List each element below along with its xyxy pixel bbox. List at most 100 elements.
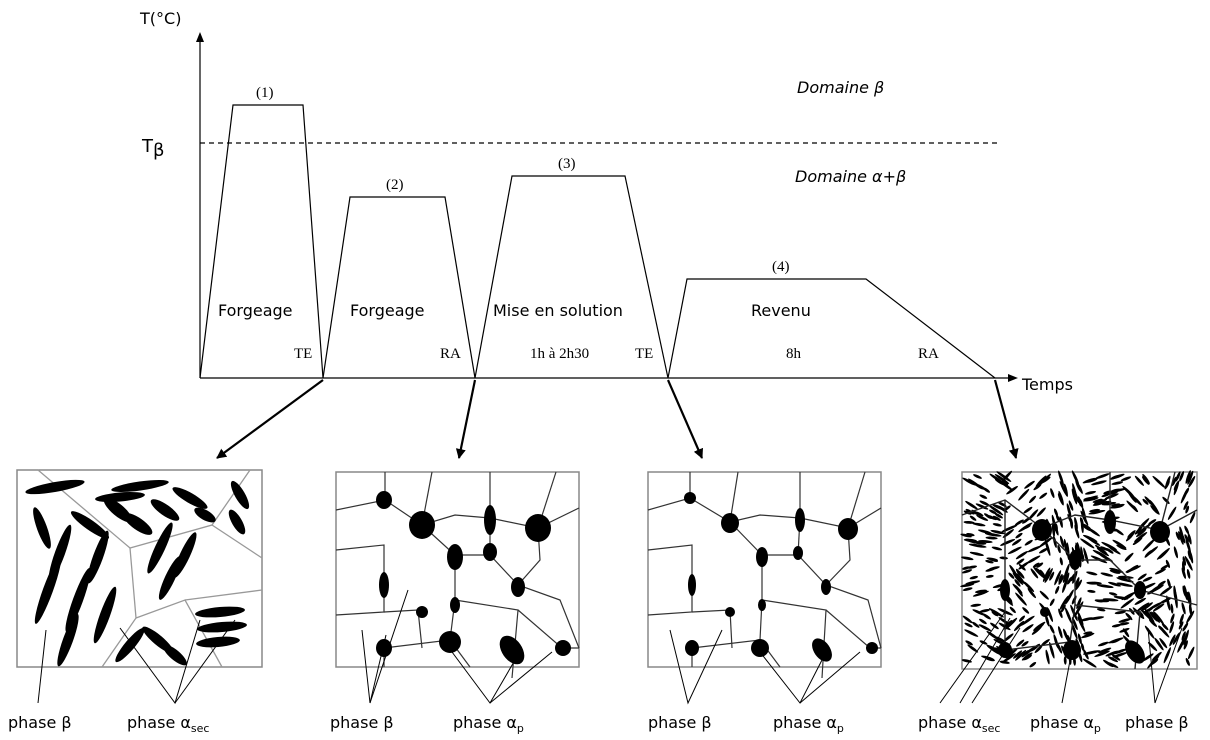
alpha-lamella	[1003, 633, 1014, 643]
alpha-lamella	[990, 622, 999, 630]
alpha-lamella	[1049, 571, 1055, 581]
alpha-lamella	[1183, 629, 1189, 646]
alpha-lamella	[1175, 531, 1180, 541]
alpha-lamella	[1184, 525, 1190, 535]
alpha-lamella	[1179, 471, 1185, 482]
step-4-curve	[667, 278, 996, 379]
alpha-lamella	[1137, 573, 1147, 581]
alpha-lamella	[962, 615, 973, 624]
alpha-lamella	[1065, 589, 1074, 605]
alpha-lamella	[1124, 552, 1134, 562]
alpha-lamella	[1181, 631, 1186, 641]
alpha-lamella	[1179, 613, 1184, 625]
alpha-lamella	[991, 546, 1003, 551]
step-1-curve	[199, 104, 324, 379]
alpha-lamella	[1165, 559, 1170, 569]
alpha-lamella	[1112, 539, 1127, 549]
alpha-lamella	[1024, 480, 1035, 489]
alpha-lamella	[1098, 641, 1109, 647]
alpha-lamella	[1111, 481, 1124, 485]
alpha-lamella	[1033, 483, 1042, 491]
step-1-label: Forgeage	[218, 301, 293, 320]
alpha-lamella	[1024, 539, 1033, 546]
alpha-lamella	[999, 556, 1008, 560]
alpha-lamella	[1169, 621, 1175, 634]
alpha-lamella	[1142, 473, 1150, 485]
alpha-lamella	[1098, 647, 1112, 654]
alpha-lamella	[1081, 632, 1095, 639]
alpha-lamella	[1094, 650, 1110, 658]
alpha-lamella	[989, 509, 997, 515]
alpha-lamella	[991, 611, 999, 617]
alpha-lamella	[1074, 579, 1083, 591]
alpha-lamella	[1020, 615, 1035, 627]
alpha-lamella	[1081, 523, 1091, 530]
alpha-lamella	[1058, 470, 1064, 486]
alpha-lamella	[1055, 585, 1060, 594]
alpha-lamella	[967, 565, 978, 569]
alpha-lamella	[1075, 577, 1080, 587]
alpha-lamella	[979, 618, 987, 625]
alpha-lamella	[1009, 606, 1016, 614]
alpha-lamella	[1187, 550, 1192, 560]
alpha-lamella	[1049, 624, 1055, 634]
leader-lines	[37, 589, 1183, 705]
alpha-lamella	[1082, 658, 1097, 668]
alpha-lamella	[1095, 544, 1108, 555]
alpha-lamella	[1158, 625, 1165, 632]
alpha-lamella	[1105, 650, 1119, 657]
alpha-lamella	[1016, 573, 1025, 585]
alpha-lamella	[1142, 576, 1153, 582]
alpha-lamella	[1016, 639, 1025, 647]
alpha-lamella	[1134, 526, 1143, 535]
t-beta-label: Tβ	[141, 136, 165, 161]
alpha-lamella	[1071, 488, 1078, 505]
alpha-lamella	[1008, 572, 1015, 579]
alpha-lamella	[1167, 506, 1177, 520]
alpha-lamella	[1007, 546, 1022, 555]
alpha-lamella	[1145, 546, 1159, 557]
alpha-lamella	[996, 471, 1012, 482]
alpha-lamella	[1041, 639, 1050, 646]
alpha-lamella	[978, 539, 993, 544]
alpha-lamella	[960, 583, 975, 588]
alpha-lamella	[1187, 533, 1192, 545]
microstructure-arrows	[216, 379, 1019, 459]
step-3: (3) Mise en solution 1h à 2h30 TE	[493, 156, 653, 362]
alpha-lamella	[1111, 624, 1122, 628]
alpha-lamella	[1023, 581, 1035, 592]
alpha-lamella	[1185, 537, 1191, 554]
panel-1-alpha-laths	[25, 479, 250, 667]
alpha-lamella	[1111, 654, 1121, 661]
alpha-lamella	[1178, 621, 1184, 630]
alpha-lamella	[1177, 637, 1186, 653]
y-axis-arrow	[196, 32, 204, 42]
alpha-lamella	[1059, 516, 1063, 528]
alpha-lamella	[1034, 645, 1043, 654]
alpha-lamella	[1159, 597, 1172, 604]
alpha-lamella	[1184, 555, 1193, 571]
alpha-lamella	[964, 622, 973, 628]
alpha-lamella	[1109, 488, 1127, 493]
microstructure-panel-1	[16, 469, 263, 668]
alpha-lamella	[1015, 568, 1022, 576]
alpha-lamella	[1148, 519, 1157, 525]
alpha-lamella	[1173, 546, 1178, 559]
alpha-lamella	[1127, 530, 1136, 538]
alpha-lamella	[979, 608, 991, 613]
alpha-lamella	[1035, 475, 1047, 487]
alpha-lamella	[1077, 633, 1082, 645]
alpha-lamella	[992, 515, 1001, 521]
step-2-number: (2)	[386, 177, 404, 193]
alpha-lamella	[1107, 656, 1119, 663]
alpha-lamella	[1187, 470, 1194, 485]
alpha-lamella	[1151, 651, 1162, 661]
alpha-lamella	[1134, 532, 1148, 542]
alpha-lamella	[986, 557, 999, 561]
panel-4-phase-alpha-sec-label: phase αsec	[918, 713, 1000, 735]
alpha-lamella	[1181, 560, 1186, 573]
alpha-lamella	[990, 530, 1006, 535]
alpha-lamella	[1108, 581, 1121, 587]
alpha-lamella	[1110, 503, 1121, 507]
alpha-lamella	[1186, 591, 1191, 604]
